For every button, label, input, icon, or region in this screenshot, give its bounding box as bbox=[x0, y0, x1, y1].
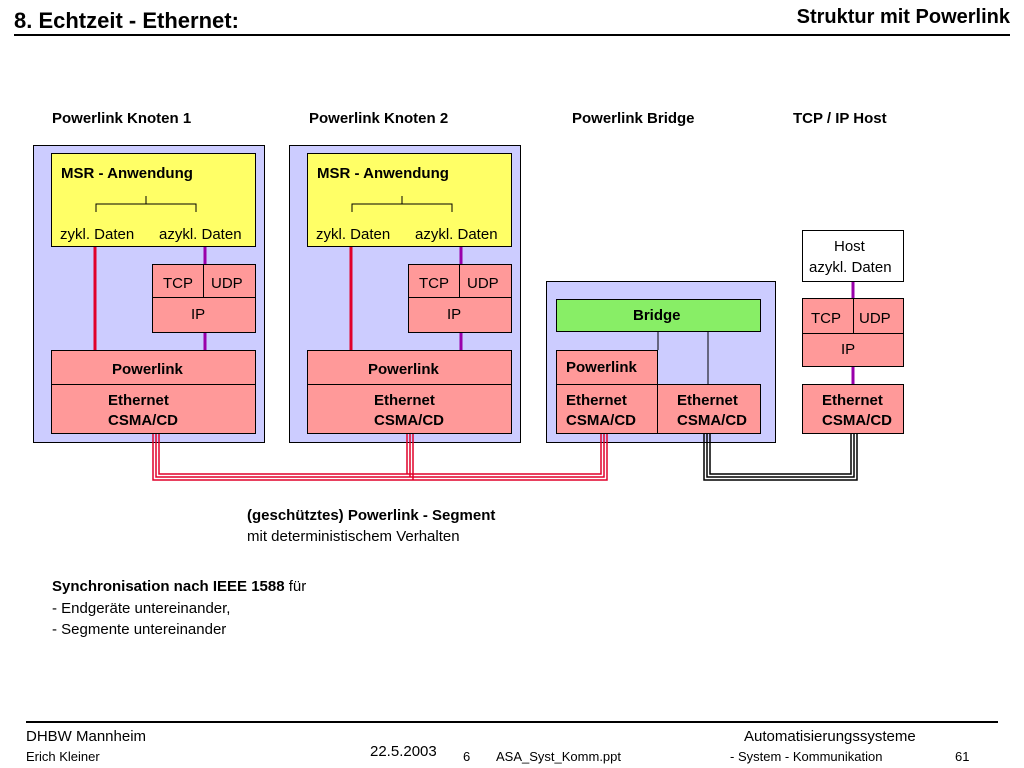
bridge-ethernet-left-label: Ethernet bbox=[566, 392, 627, 409]
column-title-node2: Powerlink Knoten 2 bbox=[309, 110, 449, 127]
node1-udp-label: UDP bbox=[211, 275, 243, 292]
node2-acyclic-label: azykl. Daten bbox=[415, 226, 498, 243]
footer-date: 22.5.2003 bbox=[370, 743, 437, 760]
node1-app-bracket bbox=[95, 196, 197, 212]
host-tcp-box: TCP bbox=[802, 298, 854, 334]
bridge-ethernet-right-box: Ethernet CSMA/CD bbox=[657, 384, 761, 434]
bridge-internal-lines bbox=[657, 332, 709, 384]
node1-udp-box: UDP bbox=[203, 264, 256, 298]
bridge-csma-right-label: CSMA/CD bbox=[677, 412, 747, 429]
node2-app-bracket bbox=[351, 196, 453, 212]
node2-ethernet-box: Ethernet CSMA/CD bbox=[307, 384, 512, 434]
footer-file: ASA_Syst_Komm.ppt bbox=[496, 749, 621, 764]
node2-app-box: MSR - Anwendung zykl. Daten azykl. Daten bbox=[307, 153, 512, 247]
host-ethernet-label: Ethernet bbox=[822, 392, 883, 409]
bridge-box: Bridge bbox=[556, 299, 761, 332]
bridge-ethernet-right-label: Ethernet bbox=[677, 392, 738, 409]
sync-note-line2: - Endgeräte untereinander, bbox=[52, 600, 231, 617]
page-subtitle: Struktur mit Powerlink bbox=[796, 6, 1010, 28]
bridge-csma-left-label: CSMA/CD bbox=[566, 412, 636, 429]
node2-ethernet-label: Ethernet bbox=[374, 392, 435, 409]
footer-slide-number: 61 bbox=[955, 749, 970, 764]
host-ip-label: IP bbox=[841, 341, 856, 358]
header-rule bbox=[14, 34, 1010, 36]
sync-note-rest: für bbox=[284, 578, 307, 595]
node2-tcp-label: TCP bbox=[419, 275, 449, 292]
column-title-node1: Powerlink Knoten 1 bbox=[52, 110, 192, 127]
sync-note-bold: Synchronisation nach IEEE 1588 bbox=[52, 578, 285, 595]
ethernet-cable bbox=[703, 434, 858, 481]
bridge-powerlink-box: Powerlink bbox=[556, 350, 658, 385]
footer-rule bbox=[26, 721, 998, 723]
sync-note-line3: - Segmente untereinander bbox=[52, 621, 227, 638]
node2-cyclic-label: zykl. Daten bbox=[316, 226, 391, 243]
node2-udp-box: UDP bbox=[459, 264, 512, 298]
footer-author: Erich Kleiner bbox=[26, 749, 100, 764]
host-acyclic-label: azykl. Daten bbox=[809, 259, 892, 276]
node1-powerlink-box: Powerlink bbox=[51, 350, 256, 385]
host-ip-box: IP bbox=[802, 333, 904, 367]
host-label: Host bbox=[834, 238, 865, 255]
node2-powerlink-label: Powerlink bbox=[368, 361, 439, 378]
host-app-box: Host azykl. Daten bbox=[802, 230, 904, 282]
node2-udp-label: UDP bbox=[467, 275, 499, 292]
footer-course: Automatisierungssysteme bbox=[744, 728, 916, 745]
host-ethernet-box: Ethernet CSMA/CD bbox=[802, 384, 904, 434]
footer-topic: - System - Kommunikation bbox=[730, 749, 883, 764]
node2-ip-box: IP bbox=[408, 297, 512, 333]
sync-note-line1: Synchronisation nach IEEE 1588 für bbox=[52, 578, 306, 595]
node1-app-label: MSR - Anwendung bbox=[61, 165, 193, 182]
node1-cyclic-label: zykl. Daten bbox=[60, 226, 135, 243]
bridge-label: Bridge bbox=[633, 307, 681, 324]
node2-powerlink-box: Powerlink bbox=[307, 350, 512, 385]
bridge-ethernet-left-box: Ethernet CSMA/CD bbox=[556, 384, 658, 434]
host-tcp-label: TCP bbox=[811, 310, 841, 327]
powerlink-segment-cable bbox=[152, 434, 608, 481]
footer-page: 6 bbox=[463, 749, 471, 764]
page-title: 8. Echtzeit - Ethernet: bbox=[14, 8, 239, 33]
node1-powerlink-label: Powerlink bbox=[112, 361, 183, 378]
column-title-bridge: Powerlink Bridge bbox=[572, 110, 695, 127]
node2-ip-label: IP bbox=[447, 306, 462, 323]
segment-title: (geschütztes) Powerlink - Segment bbox=[247, 507, 496, 524]
column-title-host: TCP / IP Host bbox=[793, 110, 887, 127]
bridge-powerlink-label: Powerlink bbox=[566, 359, 637, 376]
node2-csma-label: CSMA/CD bbox=[374, 412, 444, 429]
node1-ethernet-label: Ethernet bbox=[108, 392, 169, 409]
node1-app-box: MSR - Anwendung zykl. Daten azykl. Daten bbox=[51, 153, 256, 247]
segment-subtitle: mit deterministischem Verhalten bbox=[247, 528, 460, 545]
node2-app-label: MSR - Anwendung bbox=[317, 165, 449, 182]
node1-csma-label: CSMA/CD bbox=[108, 412, 178, 429]
node1-tcp-label: TCP bbox=[163, 275, 193, 292]
node1-ethernet-box: Ethernet CSMA/CD bbox=[51, 384, 256, 434]
host-csma-label: CSMA/CD bbox=[822, 412, 892, 429]
footer-org: DHBW Mannheim bbox=[26, 728, 147, 745]
node1-acyclic-label: azykl. Daten bbox=[159, 226, 242, 243]
node1-ip-label: IP bbox=[191, 306, 206, 323]
host-udp-label: UDP bbox=[859, 310, 891, 327]
node1-ip-box: IP bbox=[152, 297, 256, 333]
